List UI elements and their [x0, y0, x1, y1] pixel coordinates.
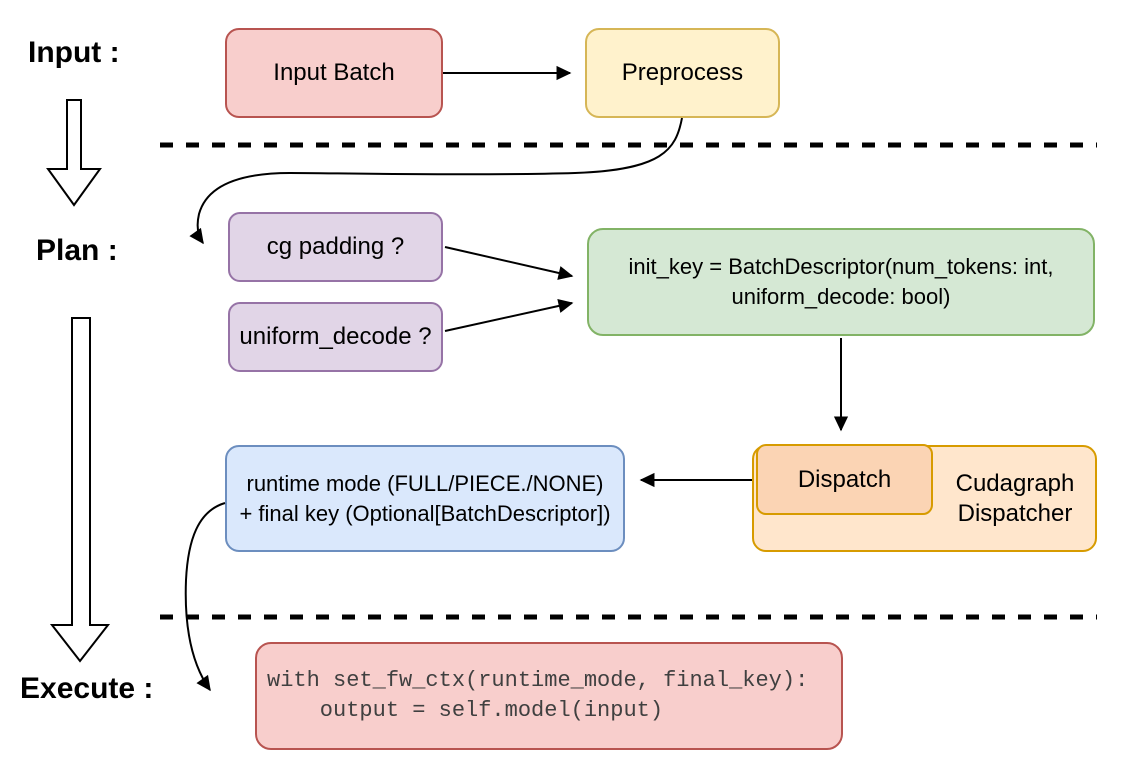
execute-code-node: with set_fw_ctx(runtime_mode, final_key)… [255, 642, 843, 750]
uniform-decode-node: uniform_decode ? [228, 302, 443, 372]
input-to-plan-down-arrow-icon [46, 99, 102, 207]
input-batch-label: Input Batch [273, 59, 395, 86]
arrow-runtime-mode-to-execute-code [184, 502, 226, 692]
init-key-line1: init_key = BatchDescriptor(num_tokens: i… [628, 254, 1054, 279]
uniform-decode-label: uniform_decode ? [239, 323, 432, 350]
execute-code-line2: output = self.model(input) [267, 698, 664, 723]
runtime-mode-final-key-node: runtime mode (FULL/PIECE./NONE) + final … [225, 445, 625, 552]
cudagraph-dispatcher-label: Cudagraph Dispatcher [955, 469, 1075, 527]
arrow-cg-padding-to-init-key [444, 246, 574, 280]
init-key-batch-descriptor-node: init_key = BatchDescriptor(num_tokens: i… [587, 228, 1095, 336]
cg-padding-label: cg padding ? [266, 233, 405, 260]
execute-code-line1: with set_fw_ctx(runtime_mode, final_key)… [267, 668, 809, 693]
preprocess-label: Preprocess [621, 59, 744, 86]
stage-label-execute: Execute : [20, 672, 154, 705]
preprocess-node: Preprocess [585, 28, 780, 118]
dispatch-label: Dispatch [797, 465, 892, 493]
dispatch-node: Dispatch [756, 444, 933, 515]
plan-to-execute-down-arrow-icon [49, 317, 111, 663]
arrow-uniform-decode-to-init-key [444, 298, 574, 332]
stage-label-plan: Plan : [36, 234, 118, 267]
runtime-mode-line2: + final key (Optional[BatchDescriptor]) [239, 500, 611, 526]
input-batch-node: Input Batch [225, 28, 443, 118]
init-key-line2: uniform_decode: bool) [731, 284, 951, 309]
runtime-mode-line1: runtime mode (FULL/PIECE./NONE) [246, 470, 604, 496]
stage-label-input: Input : [28, 36, 120, 69]
cg-padding-node: cg padding ? [228, 212, 443, 282]
